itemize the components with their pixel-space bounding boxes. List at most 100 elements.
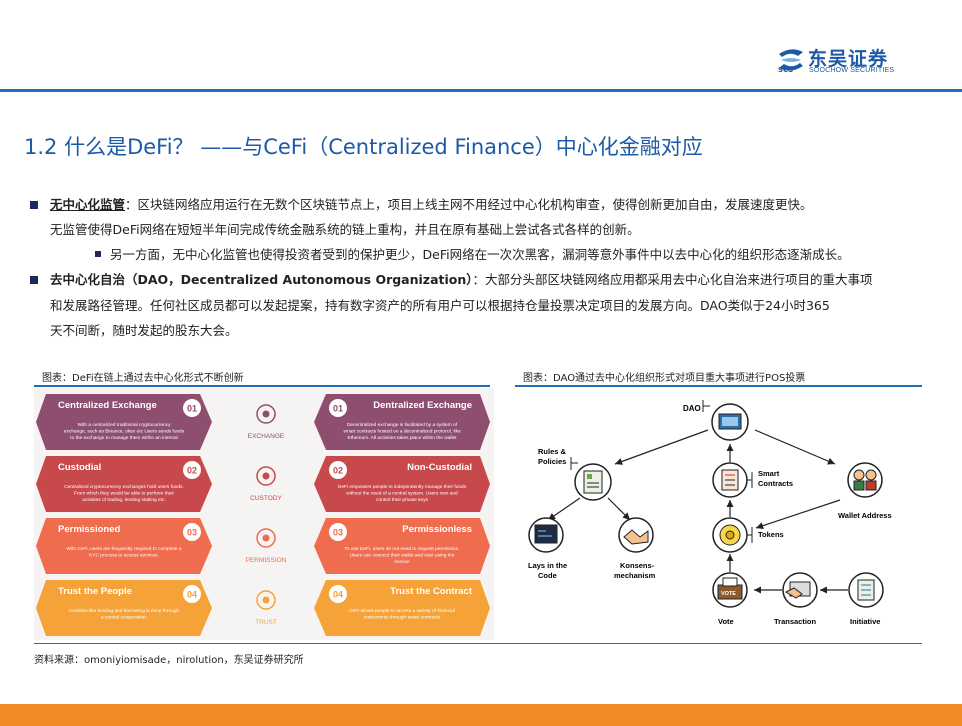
defi-card-number: 01 (333, 404, 343, 414)
defi-card-number: 04 (333, 590, 343, 600)
center-icon-dot (262, 472, 270, 480)
header-divider (0, 89, 962, 92)
defi-card-desc: Users can connect their wallet and start… (350, 553, 455, 559)
bullet-1-term: 无中心化监管 (50, 197, 126, 212)
initiative-label: Initiative (850, 617, 880, 626)
cefi-card-desc: to the exchange to manage them within an… (70, 435, 177, 441)
figure-left-caption-rule (34, 385, 490, 387)
cefi-card-number-badge (183, 585, 201, 603)
sub-bullet-text: 另一方面，无中心化监管也使得投资者受到的保护更少，DeFi网络在一次次黑客，漏洞… (110, 247, 850, 262)
defi-card-number-badge (329, 399, 347, 417)
center-label: EXCHANGE (248, 433, 285, 440)
center-icon-dot (262, 596, 270, 604)
cefi-card-desc: a central cooperation. (101, 615, 147, 621)
defi-card-title: Dentralized Exchange (373, 400, 472, 411)
figure-left-caption: 图表：DeFi在链上通过去中心化形式不断创新 (42, 373, 244, 384)
rules-node: Rules &Policies (538, 447, 612, 501)
defi-card-desc: Decentralized exchange is facilitated by… (347, 422, 458, 428)
edge-wallet-tokens (755, 499, 841, 530)
defi-card-desc: without the need of a central system. Us… (346, 491, 458, 497)
bullet-1-text: ：区块链网络应用运行在无数个区块链节点上，项目上线主网不用经过中心化机构审查，使… (125, 197, 813, 212)
defi-card-number-badge (329, 461, 347, 479)
figure-right-caption: 图表：DAO通过去中心化组织形式对项目重大事项进行POS投票 (523, 373, 806, 384)
cefi-card-number: 01 (187, 404, 197, 414)
defi-card-desc: DeFi empowers people to independently ma… (338, 484, 467, 490)
wallet-node: Wallet Address (838, 462, 892, 520)
cefi-card-desc: Activities like lending and borrowing is… (69, 608, 180, 614)
source-divider (34, 643, 922, 644)
defi-card-number: 03 (333, 528, 343, 538)
cefi-card-number-badge (183, 461, 201, 479)
bullet-2-line-3: 天不间断，随时发起的股东大会。 (50, 323, 238, 338)
center-icon (256, 466, 276, 486)
sub-bullet-marker (95, 251, 101, 257)
center-label: TRUST (255, 619, 277, 626)
dao-node: DAO (683, 400, 749, 441)
dao-label: DAO (683, 404, 701, 413)
page-title: 1.2 什么是DeFi？ ——与CeFi（Centralized Finance… (24, 135, 703, 159)
footer-bar (0, 704, 962, 726)
edge-rules-code (547, 497, 581, 521)
defi-card (314, 456, 490, 512)
defi-card-title: Permissionless (402, 524, 472, 535)
cefi-card (36, 394, 212, 450)
cefi-card-desc: KYC process to access services. (89, 553, 159, 559)
defi-card-desc: To use DeFi, users do not need to reques… (344, 546, 459, 552)
cefi-card-title: Centralized Exchange (58, 400, 157, 411)
defi-card-title: Trust the Contract (390, 586, 473, 597)
figure-right-caption-rule (515, 385, 922, 387)
logo-text-cn: 东吴证券 (808, 48, 889, 70)
defi-card (314, 518, 490, 574)
defi-card-desc: Ethereum. All activities takes place wit… (347, 435, 457, 441)
edge-dao-wallet (754, 429, 836, 465)
defi-card-desc: instruments through smart contracts (364, 615, 441, 621)
logo-text-en: SOOCHOW SECURITIES (809, 67, 895, 74)
cefi-card-desc: exchange, such as Binance, okex etc User… (64, 429, 185, 435)
cefi-card-desc: Centralized cryptocurrency exchanges hol… (64, 484, 183, 490)
cefi-card-number: 03 (187, 528, 197, 538)
vote-badge-text: VOTE (721, 591, 736, 597)
cefi-card-number: 04 (187, 590, 197, 600)
defi-card (314, 394, 490, 450)
center-label: PERMISSION (246, 557, 287, 564)
defi-card (314, 580, 490, 636)
center-icon (256, 404, 276, 424)
bullet-marker (30, 201, 38, 209)
cefi-card-number: 02 (187, 466, 197, 476)
transaction-label: Transaction (774, 617, 817, 626)
defi-card-number: 02 (333, 466, 343, 476)
bullet-2-line-2: 和发展路径管理。任何社区成员都可以发起提案，持有数字资产的所有用户可以根据持仓量… (50, 298, 830, 313)
cefi-card (36, 456, 212, 512)
cefi-card-title: Custodial (58, 462, 101, 473)
tokens-node: Tokens (712, 517, 784, 553)
wallet-label: Wallet Address (838, 511, 892, 520)
bullet-1-line-1: 无中心化监管：区块链网络应用运行在无数个区块链节点上，项目上线主网不用经过中心化… (50, 194, 813, 216)
defi-card-number-badge (329, 523, 347, 541)
center-icon (256, 590, 276, 610)
center-icon-dot (262, 534, 270, 542)
center-label: CUSTODY (250, 495, 282, 502)
cefi-card-desc: From which they would be able to perform… (74, 491, 174, 497)
cefi-card (36, 518, 212, 574)
bullet-2-term: 去中心化自治（DAO，Decentralized Autonomous Orga… (50, 272, 473, 287)
edge-rules-konsens (607, 497, 631, 521)
bullet-1-line-2: 无监管使得DeFi网络在短短半年间完成传统金融系统的链上重构，并且在原有基础上尝… (50, 222, 640, 237)
cefi-card (36, 580, 212, 636)
transaction-node: Transaction (774, 572, 818, 626)
cefi-card-title: Permissioned (58, 524, 120, 535)
defi-card-desc: smart contracts hosted on a decentralize… (343, 429, 461, 435)
defi-card-desc: control their private keys (376, 497, 429, 503)
center-icon-dot (262, 410, 270, 418)
bullet-marker (30, 276, 38, 284)
brand-logo: 东吴证券 SOOCHOW SECURITIES (776, 44, 916, 78)
rules-label: Rules &Policies (538, 447, 567, 466)
logo-mark-icon (779, 49, 803, 71)
vote-node: VOTE Vote (712, 572, 748, 626)
cefi-card-number-badge (183, 399, 201, 417)
